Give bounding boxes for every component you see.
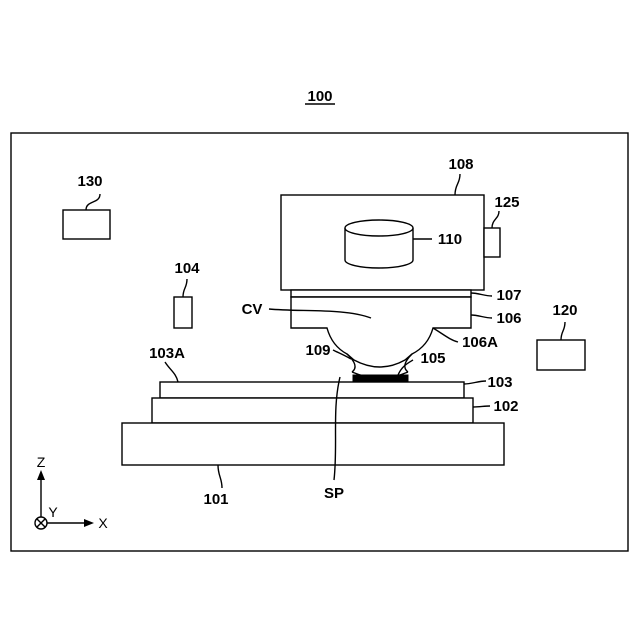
label-130: 130 (77, 173, 102, 190)
label-103: 103 (487, 374, 512, 391)
cylinder-110-top (345, 220, 413, 236)
box-104 (174, 297, 192, 328)
label-103a: 103A (149, 345, 185, 362)
base-101 (122, 423, 504, 465)
plate-103 (160, 382, 464, 398)
figure-title: 100 (307, 88, 332, 105)
label-108: 108 (448, 156, 473, 173)
label-106: 106 (496, 310, 521, 327)
label-106a: 106A (462, 334, 498, 351)
plate-107 (291, 290, 471, 297)
box-120 (537, 340, 585, 370)
label-109: 109 (305, 342, 330, 359)
y-axis-into-page-icon (35, 517, 47, 529)
label-102: 102 (493, 398, 518, 415)
label-120: 120 (552, 302, 577, 319)
x-axis-label: X (98, 515, 108, 531)
label-sp: SP (324, 485, 344, 502)
label-107: 107 (496, 287, 521, 304)
label-125: 125 (494, 194, 519, 211)
y-axis-label: Y (48, 504, 58, 520)
label-101: 101 (203, 491, 228, 508)
label-110: 110 (438, 231, 462, 248)
sample-105 (353, 375, 408, 382)
label-105: 105 (420, 350, 445, 367)
label-cv: CV (242, 301, 263, 318)
block-125 (484, 228, 500, 257)
stage-102 (152, 398, 473, 423)
label-104: 104 (174, 260, 200, 277)
z-axis-label: Z (37, 454, 46, 470)
box-130 (63, 210, 110, 239)
